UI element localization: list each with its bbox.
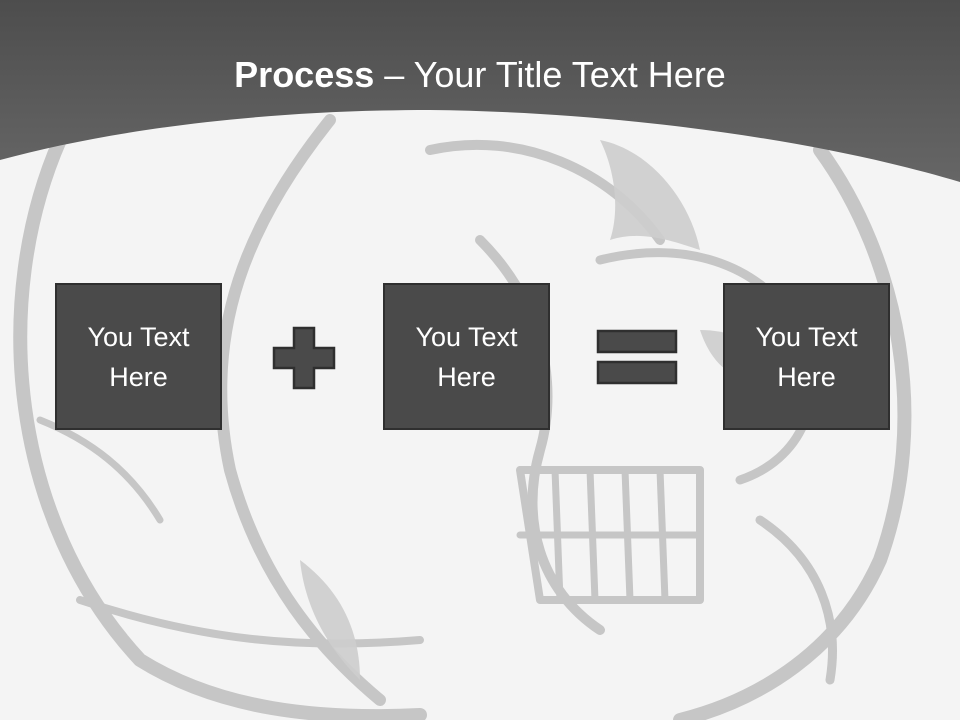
process-box-3-text: You Text Here xyxy=(755,321,858,392)
header-band xyxy=(0,0,960,182)
equals-icon xyxy=(596,329,678,385)
title-rest: Your Title Text Here xyxy=(413,54,726,95)
title-separator: – xyxy=(374,54,414,95)
plus-icon xyxy=(272,326,336,390)
process-box-3: You Text Here xyxy=(723,283,890,430)
process-box-1: You Text Here xyxy=(55,283,222,430)
process-box-1-text: You Text Here xyxy=(87,321,190,392)
slide-title: Process – Your Title Text Here xyxy=(0,50,960,100)
process-box-2-text: You Text Here xyxy=(415,321,518,392)
process-box-2: You Text Here xyxy=(383,283,550,430)
title-bold: Process xyxy=(234,54,375,95)
